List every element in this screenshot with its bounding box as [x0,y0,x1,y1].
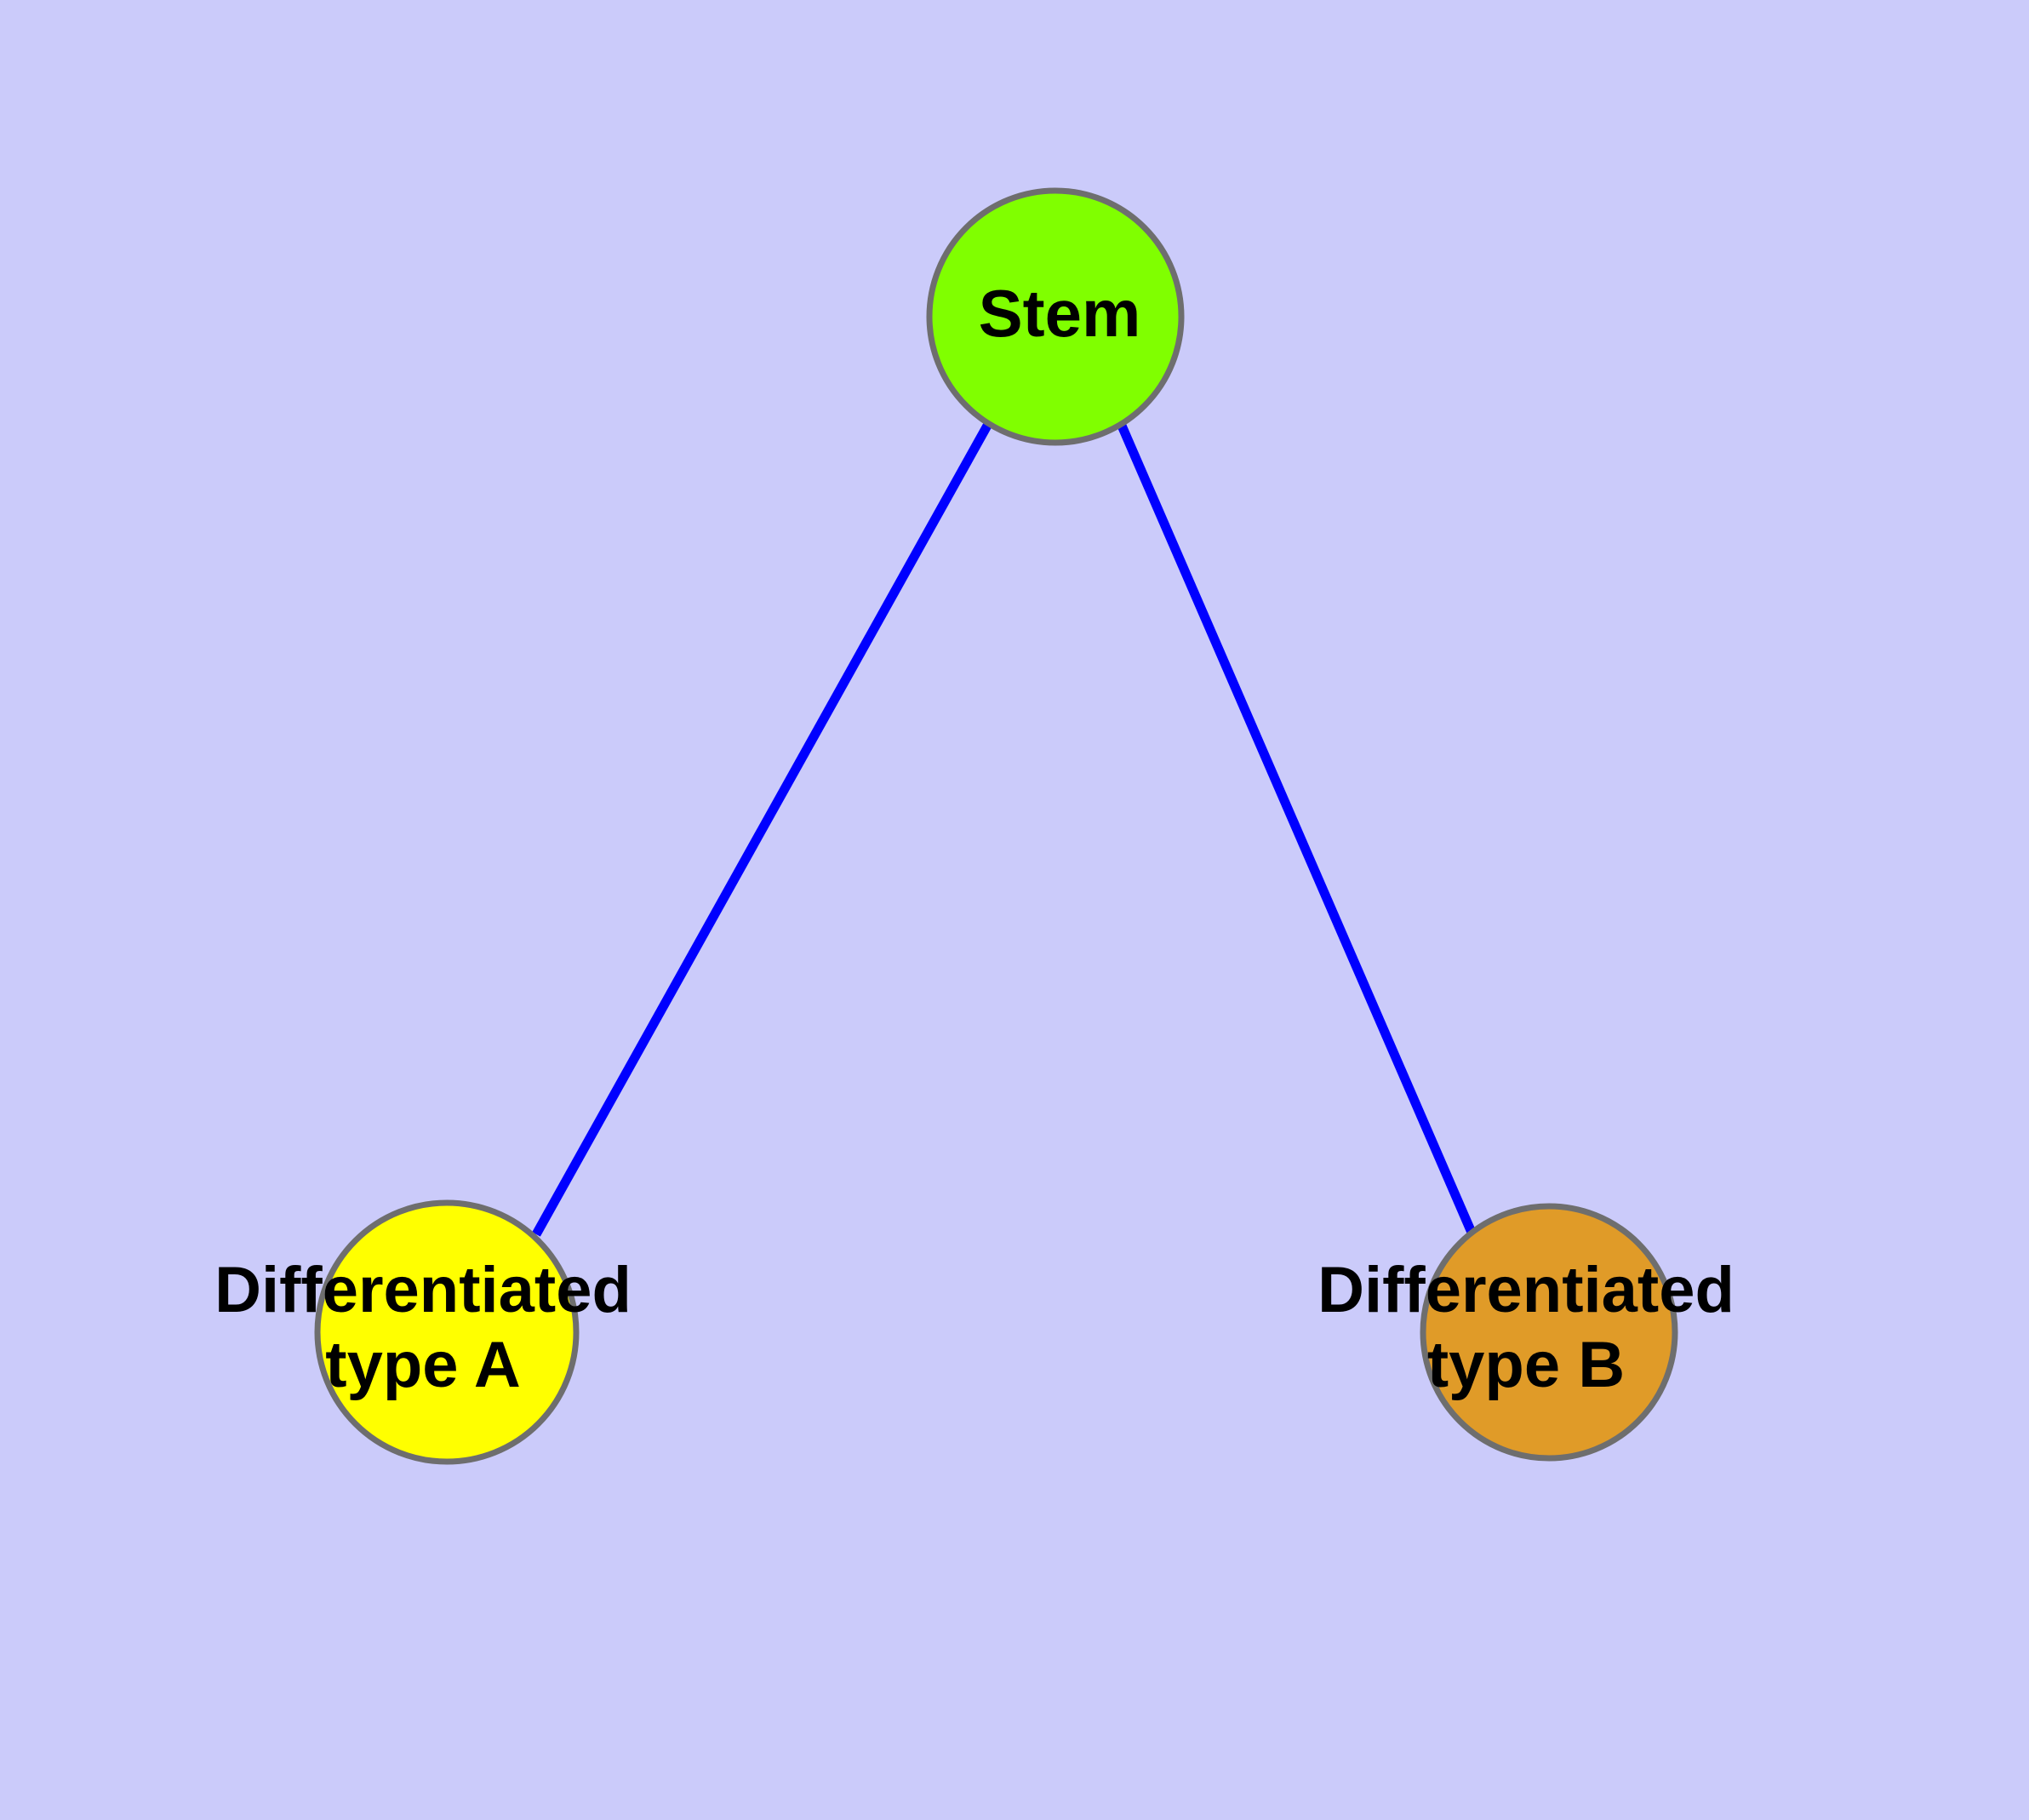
node-label-line: type A [325,1329,520,1401]
graph-edge-stem-diff_a [532,423,992,1237]
node-label-stem: Stem [979,276,1141,351]
node-label-line: Differentiated [1317,1254,1735,1326]
node-circle-stem[interactable] [926,187,1185,446]
node-circle-diff_b[interactable] [1420,1203,1678,1462]
edges-layer [532,423,1477,1237]
graph-node-stem[interactable]: Stem [926,187,1185,446]
node-circle-diff_a[interactable] [314,1199,580,1465]
node-label-line: type B [1427,1329,1625,1401]
node-label-line: Differentiated [214,1254,632,1326]
graph-edge-stem-diff_b [1117,423,1477,1237]
node-label-line: Stem [979,276,1141,351]
